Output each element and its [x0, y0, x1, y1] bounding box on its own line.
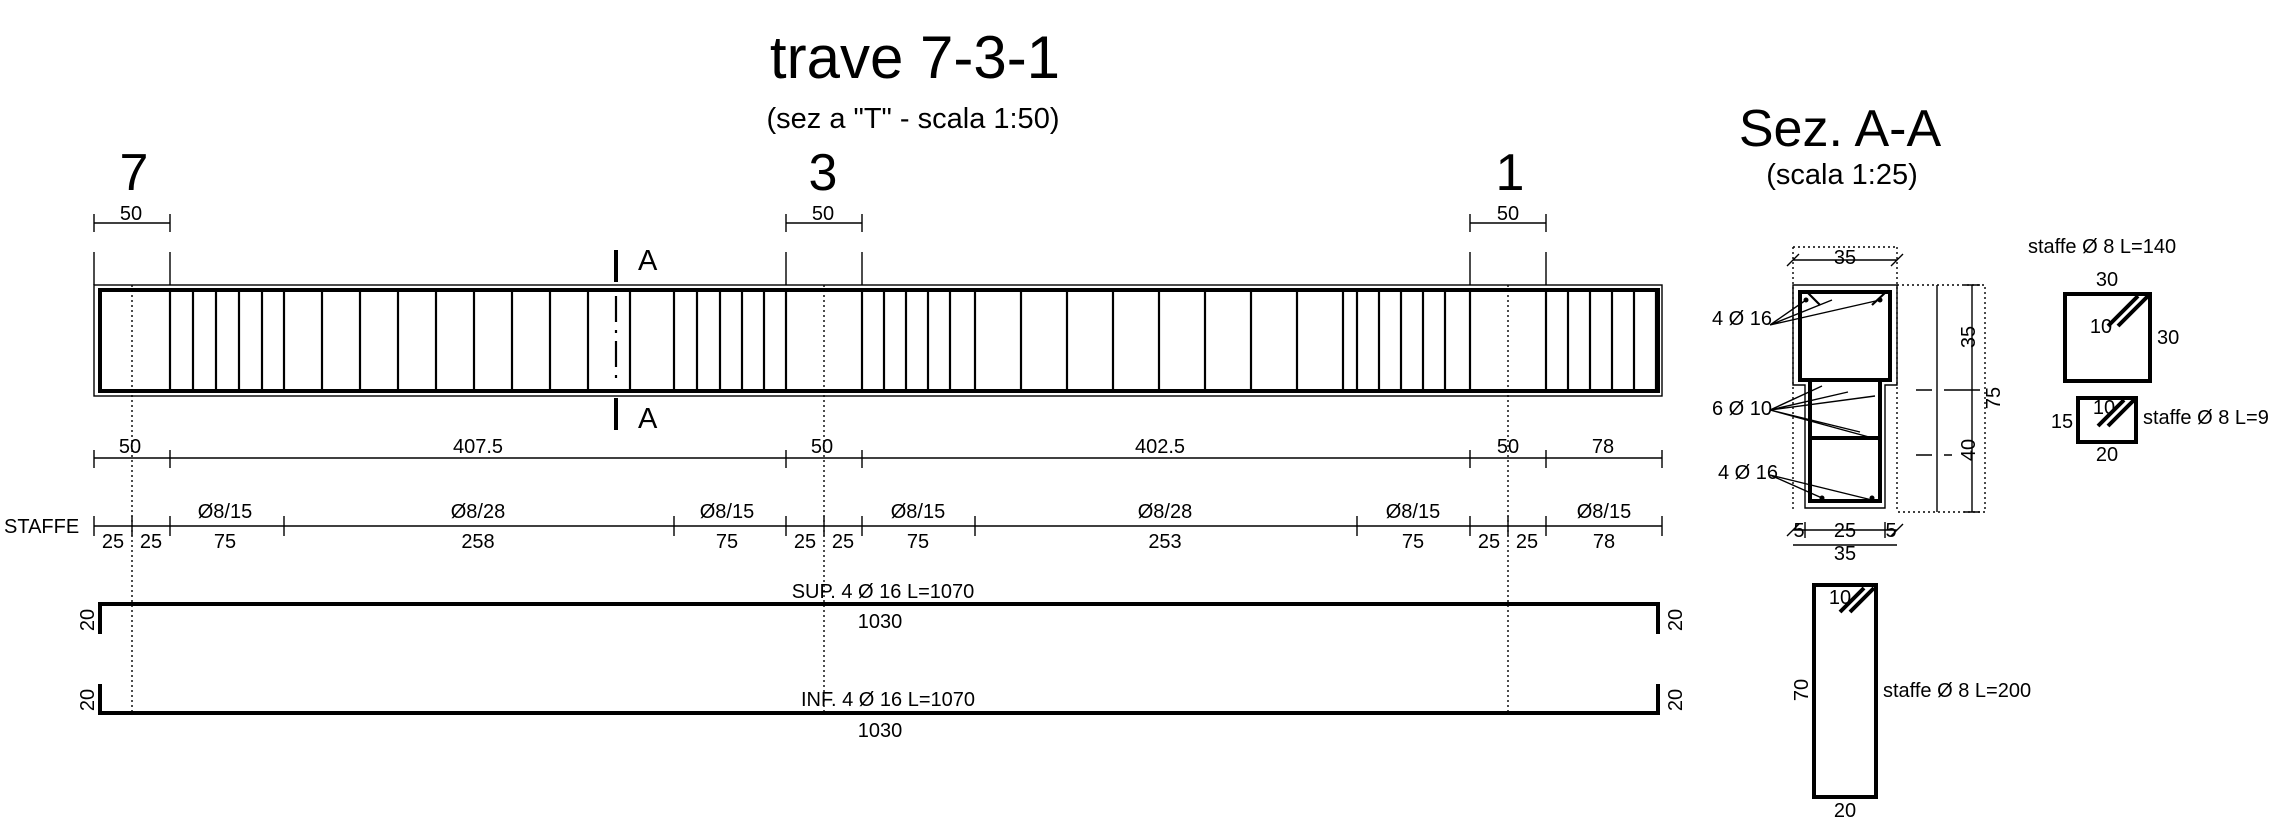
stirrup-2-h: 15 — [2051, 411, 2073, 433]
staffe-length: 25 — [140, 531, 162, 553]
section-dim-total: 75 — [1983, 387, 2005, 409]
section-bar-label-top: 4 Ø 16 — [1712, 308, 1772, 330]
staffe-length: 25 — [794, 531, 816, 553]
span-dim: 402.5 — [1135, 436, 1185, 458]
bottom-bar-hook-left: 20 — [77, 689, 99, 711]
section-subtitle: (scala 1:25) — [1766, 159, 1918, 191]
staffe-length: 258 — [461, 531, 494, 553]
stirrup-1-hook: 10 — [2090, 316, 2112, 338]
stirrup-shape-3: staffe Ø 8 L=200 20 70 10 — [1791, 583, 2031, 822]
section-dim-cover-right: 5 — [1885, 520, 1896, 542]
staffe-length: 78 — [1593, 531, 1615, 553]
stirrup-1-h: 30 — [2157, 327, 2179, 349]
stirrup-2-w: 20 — [2096, 444, 2118, 466]
section-bar-label-bottom: 4 Ø 16 — [1718, 462, 1778, 484]
staffe-row: STAFFE Ø8/15 Ø8/28 Ø8/15 Ø8/15 Ø8/28 Ø8/… — [4, 501, 1663, 553]
stirrup-3-hook: 10 — [1829, 587, 1851, 609]
stirrup-3-w: 20 — [1834, 800, 1856, 822]
section-dim-flange: 35 — [1958, 326, 1980, 348]
support-dims: 50 50 50 — [93, 203, 1547, 232]
stirrup-2-label: staffe Ø 8 L=9 — [2143, 407, 2269, 429]
staffe-length: 253 — [1148, 531, 1181, 553]
stirrup-3-h: 70 — [1791, 679, 1813, 701]
section-dim-bottom: 35 — [1834, 543, 1856, 565]
beam-stirrups — [168, 290, 1658, 391]
stirrup-shape-2: staffe Ø 8 L=9 20 15 10 — [2051, 396, 2269, 466]
section-drawing: 35 5 25 5 35 35 40 75 4 Ø 16 6 Ø 10 4 Ø … — [1712, 246, 2005, 565]
section-mark-top: A — [638, 245, 658, 277]
bottom-bar-label: INF. 4 Ø 16 L=1070 — [801, 689, 975, 711]
staffe-length: 25 — [102, 531, 124, 553]
bottom-bar: INF. 4 Ø 16 L=1070 1030 20 20 — [77, 684, 1687, 742]
staffe-length: 75 — [1402, 531, 1424, 553]
bottom-bar-length: 1030 — [858, 720, 903, 742]
top-bar-length: 1030 — [858, 611, 903, 633]
stirrup-1-label: staffe Ø 8 L=140 — [2028, 236, 2176, 258]
staffe-length: 25 — [1478, 531, 1500, 553]
top-bar-hook-left: 20 — [77, 609, 99, 631]
span-dim: 407.5 — [453, 436, 503, 458]
section-bar-label-middle: 6 Ø 10 — [1712, 398, 1772, 420]
stirrup-3-label: staffe Ø 8 L=200 — [1883, 680, 2031, 702]
section-dim-web: 25 — [1834, 520, 1856, 542]
staffe-spacing: Ø8/15 — [1386, 501, 1440, 523]
axis-label-3: 3 — [809, 144, 838, 202]
drawing-subtitle: (sez a "T" - scala 1:50) — [767, 103, 1060, 135]
staffe-spacing: Ø8/15 — [198, 501, 252, 523]
staffe-spacing: Ø8/15 — [891, 501, 945, 523]
section-bars — [1803, 297, 1883, 501]
drawing-title: trave 7-3-1 — [770, 24, 1060, 91]
axis-label-7: 7 — [120, 144, 149, 202]
staffe-length: 25 — [832, 531, 854, 553]
staffe-label: STAFFE — [4, 516, 79, 538]
section-dim-cover-left: 5 — [1793, 520, 1804, 542]
top-bar-label: SUP. 4 Ø 16 L=1070 — [792, 581, 975, 603]
stirrup-1-w: 30 — [2096, 269, 2118, 291]
support-dim-7: 50 — [120, 203, 142, 225]
section-title: Sez. A-A — [1739, 100, 1942, 158]
span-dim: 50 — [811, 436, 833, 458]
bottom-bar-hook-right: 20 — [1665, 689, 1687, 711]
staffe-length: 75 — [907, 531, 929, 553]
staffe-spacing: Ø8/15 — [1577, 501, 1631, 523]
span-dims: 50 407.5 50 402.5 50 78 — [93, 436, 1663, 468]
stirrup-shape-1: staffe Ø 8 L=140 30 30 10 — [2028, 236, 2179, 383]
section-dim-top: 35 — [1834, 247, 1856, 269]
staffe-spacing: Ø8/28 — [1138, 501, 1192, 523]
support-dim-3: 50 — [812, 203, 834, 225]
staffe-length: 25 — [1516, 531, 1538, 553]
axis-label-1: 1 — [1496, 144, 1525, 202]
beam-elevation: A A — [93, 245, 1663, 435]
staffe-length: 75 — [716, 531, 738, 553]
section-dim-web-height: 40 — [1958, 439, 1980, 461]
top-bar: SUP. 4 Ø 16 L=1070 1030 20 20 — [77, 581, 1687, 634]
staffe-length: 75 — [214, 531, 236, 553]
span-dim: 50 — [119, 436, 141, 458]
span-dim: 50 — [1497, 436, 1519, 458]
top-bar-hook-right: 20 — [1665, 609, 1687, 631]
staffe-spacing: Ø8/15 — [700, 501, 754, 523]
stirrup-2-hook: 10 — [2093, 397, 2115, 419]
span-dim: 78 — [1592, 436, 1614, 458]
staffe-spacing: Ø8/28 — [451, 501, 505, 523]
section-mark-bottom: A — [638, 403, 658, 435]
support-dim-1: 50 — [1497, 203, 1519, 225]
